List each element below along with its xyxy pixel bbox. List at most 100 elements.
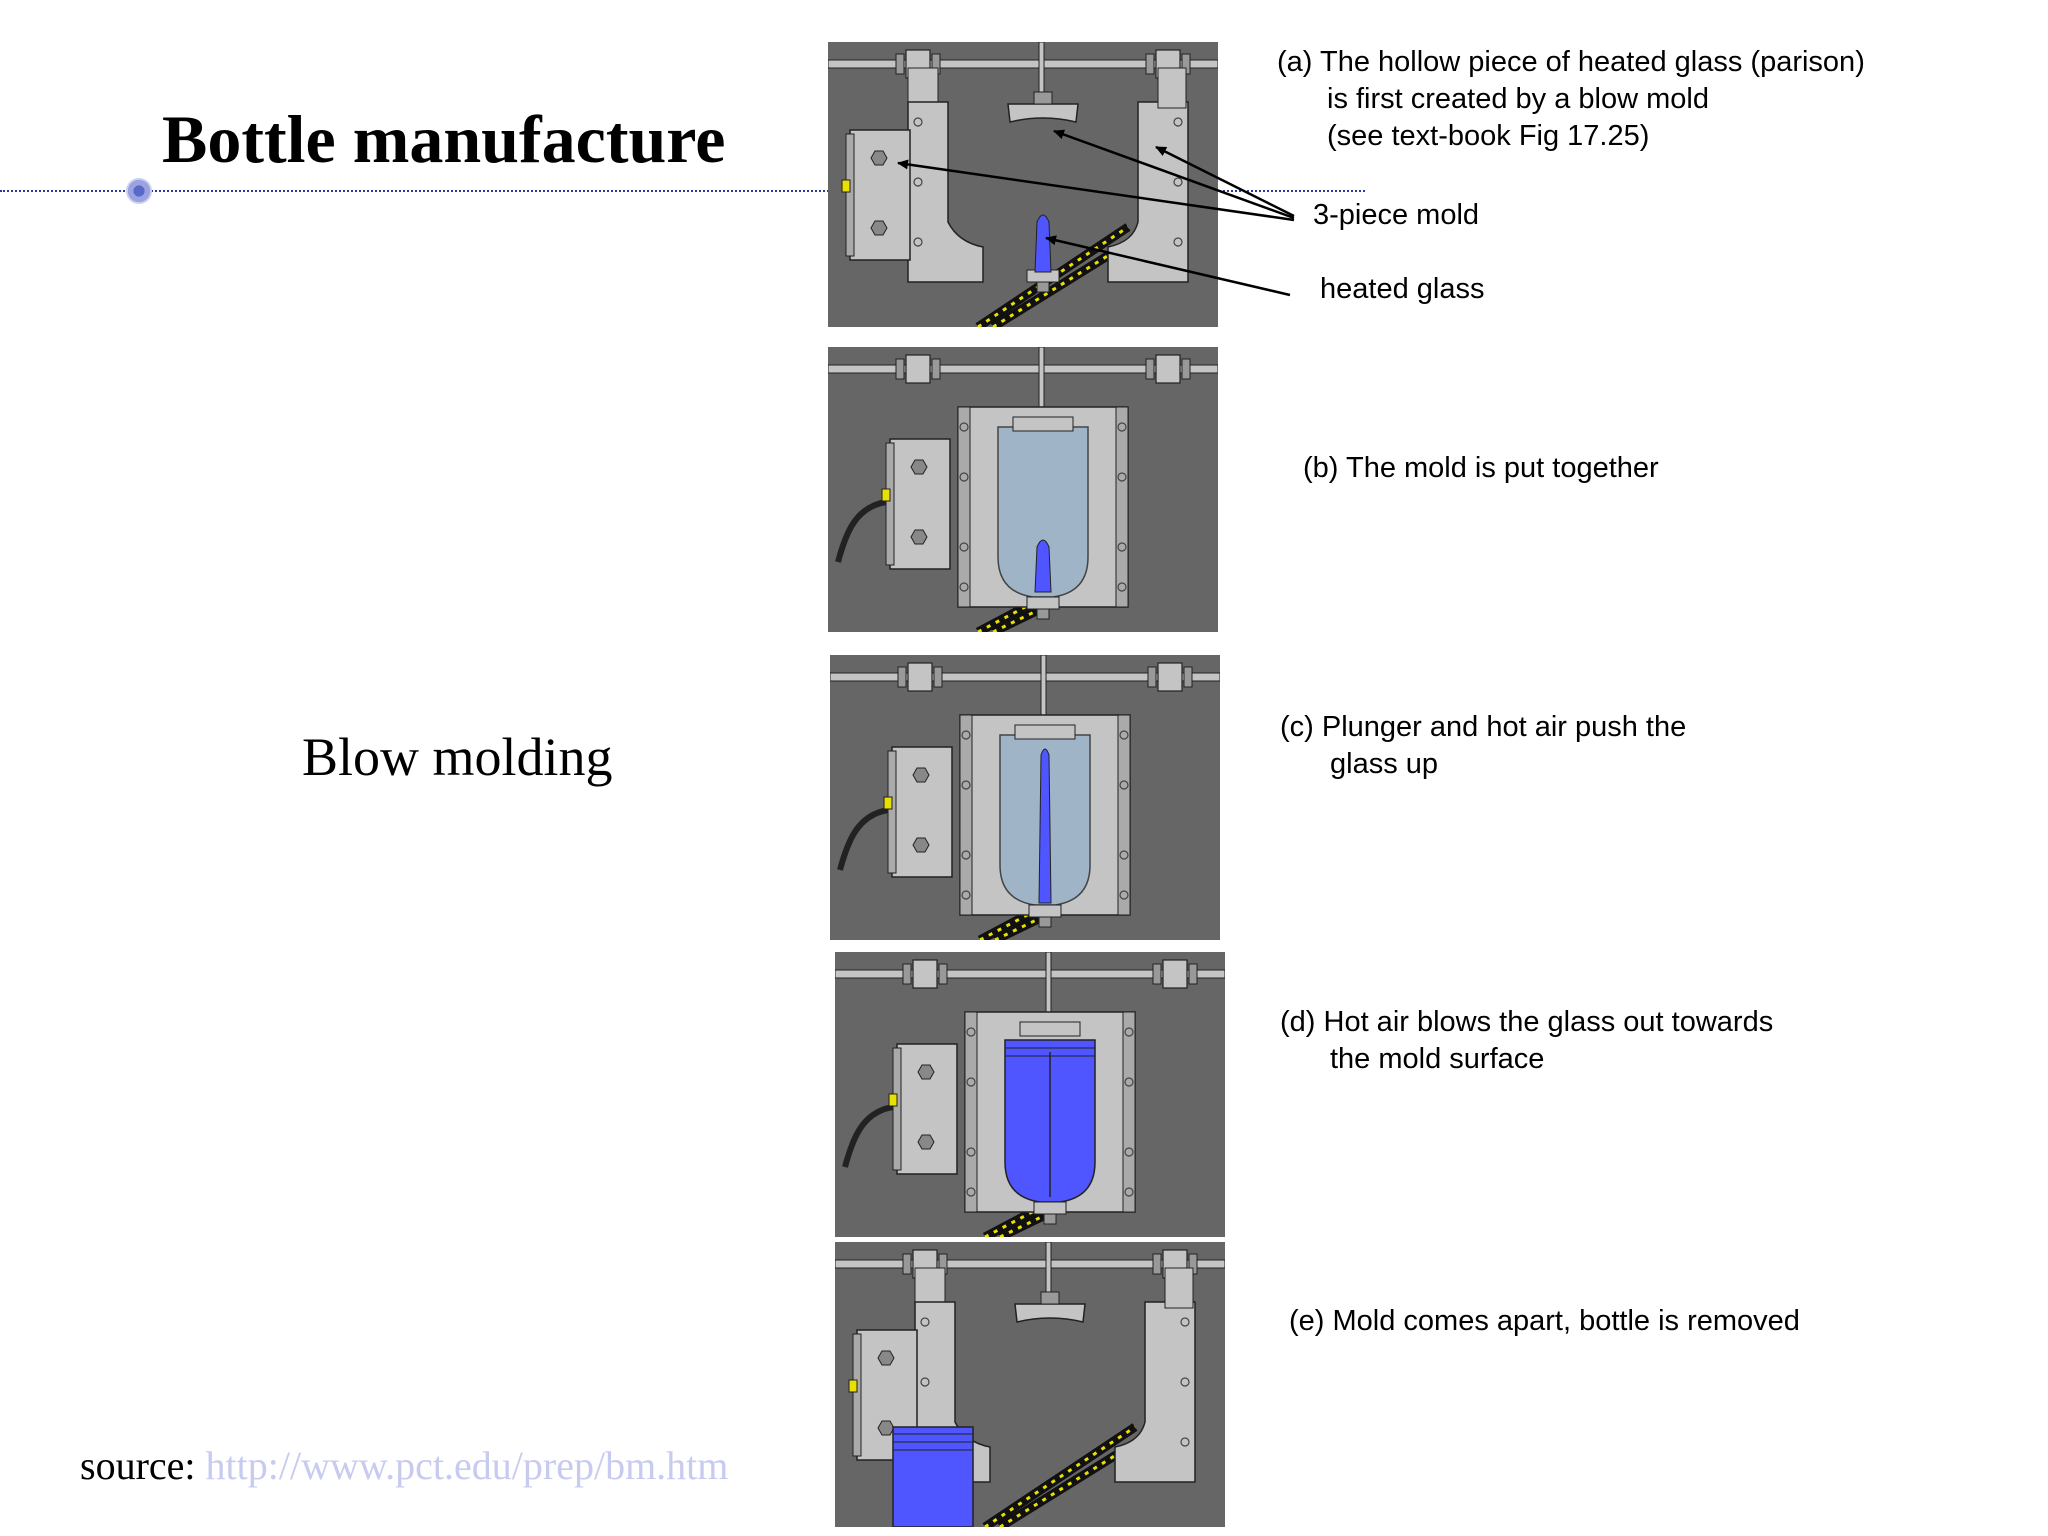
hex-nut [877, 1350, 895, 1366]
caption-c-line-1: (c) Plunger and hot air push the [1280, 711, 1687, 743]
bolt [959, 422, 969, 432]
hex-nut [917, 1134, 935, 1150]
center-rod [1045, 952, 1052, 1013]
top-mold-mount [1033, 91, 1053, 105]
mold-edge-left [957, 406, 971, 608]
bolt [1124, 1077, 1134, 1087]
center-rod [1040, 655, 1047, 716]
clamp-cap [895, 358, 905, 380]
right-column [1157, 67, 1187, 109]
bolt [920, 1377, 930, 1387]
bolt [1119, 780, 1129, 790]
clamp-cap [1183, 666, 1193, 688]
source-label: source: [80, 1443, 206, 1488]
mold-top-cap [1012, 416, 1074, 432]
top-rail [835, 1259, 1225, 1269]
bolt [959, 542, 969, 552]
top-mold-piece [1007, 103, 1079, 123]
bolt [959, 582, 969, 592]
mold-edge-right [1115, 406, 1129, 608]
bolt [1117, 472, 1127, 482]
side-clamp-edge [845, 133, 855, 257]
bolt [966, 1077, 976, 1087]
blow-nozzle [1026, 596, 1060, 610]
side-clamp [891, 746, 953, 878]
caption-e: (e) Mold comes apart, bottle is removed [1289, 1303, 1800, 1340]
caption-a-line-3: (see text-book Fig 17.25) [1327, 120, 1650, 152]
bolt [1180, 1317, 1190, 1327]
hose-fitting [888, 1093, 898, 1107]
side-clamp [849, 129, 911, 261]
clamp-cap [1152, 963, 1162, 985]
hex-nut [917, 1064, 935, 1080]
bolt [961, 780, 971, 790]
clamp-cap [1147, 666, 1157, 688]
clamp-cap [938, 963, 948, 985]
rail-clamp [912, 959, 938, 989]
panel-d-blown [835, 952, 1225, 1237]
top-rail [828, 364, 1218, 374]
air-hose [835, 499, 887, 563]
parison-glass [1034, 214, 1052, 273]
bolt [961, 850, 971, 860]
caption-b: (b) The mold is put together [1303, 450, 1659, 487]
nozzle-stem [1036, 281, 1050, 293]
hex-nut [910, 529, 928, 545]
right-column [1164, 1267, 1194, 1309]
rail-clamp [907, 662, 933, 692]
air-hose [842, 1104, 894, 1168]
hex-nut [877, 1420, 895, 1436]
caption-d-line-2: the mold surface [1330, 1043, 1545, 1075]
source-link[interactable]: http://www.pct.edu/prep/bm.htm [205, 1443, 729, 1488]
side-clamp [896, 1043, 958, 1175]
caption-d-line-1: (d) Hot air blows the glass out towards [1280, 1006, 1774, 1038]
clamp-cap [902, 1253, 912, 1275]
mold-top-cap [1014, 724, 1076, 740]
bolt [1180, 1377, 1190, 1387]
hex-nut [912, 837, 930, 853]
divider-bullet [126, 178, 152, 204]
clamp-cap [1145, 358, 1155, 380]
bolt [966, 1027, 976, 1037]
panel-drawing [835, 1242, 1225, 1527]
mold-edge-left [959, 714, 973, 916]
hose-fitting [881, 488, 891, 502]
panel-drawing [828, 42, 1218, 327]
bolt [961, 890, 971, 900]
caption-a-line-1: (a) The hollow piece of heated glass (pa… [1277, 46, 1865, 78]
callout-mold-label: 3-piece mold [1313, 199, 1480, 231]
mold-edge-right [1117, 714, 1131, 916]
top-rail [835, 969, 1225, 979]
hose-fitting [841, 179, 851, 193]
bolt [1117, 582, 1127, 592]
center-rod [1038, 347, 1045, 408]
side-clamp-edge [887, 750, 897, 874]
bolt [959, 472, 969, 482]
clamp-cap [897, 666, 907, 688]
rail-clamp [1155, 354, 1181, 384]
bolt [1124, 1147, 1134, 1157]
top-rail [830, 672, 1220, 682]
bolt [913, 237, 923, 247]
stretched-parison [1038, 748, 1052, 904]
side-clamp [889, 438, 951, 570]
bolt [1180, 1437, 1190, 1447]
bolt [913, 117, 923, 127]
hex-nut [910, 459, 928, 475]
nozzle-stem [1038, 916, 1052, 928]
top-mold-mount [1040, 1291, 1060, 1305]
clamp-cap [933, 666, 943, 688]
bolt [1124, 1027, 1134, 1037]
caption-b-line-1: (b) The mold is put together [1303, 452, 1659, 484]
caption-a: (a) The hollow piece of heated glass (pa… [1277, 44, 1865, 155]
hex-nut [870, 220, 888, 236]
parison-glass [1034, 539, 1052, 593]
blow-nozzle [1033, 1201, 1067, 1215]
caption-e-line-1: (e) Mold comes apart, bottle is removed [1289, 1305, 1800, 1337]
blow-nozzle [1028, 904, 1062, 918]
hose-fitting [848, 1379, 858, 1393]
clamp-cap [1188, 963, 1198, 985]
panel-drawing [828, 347, 1218, 632]
rail-clamp [1157, 662, 1183, 692]
bolt [1117, 542, 1127, 552]
